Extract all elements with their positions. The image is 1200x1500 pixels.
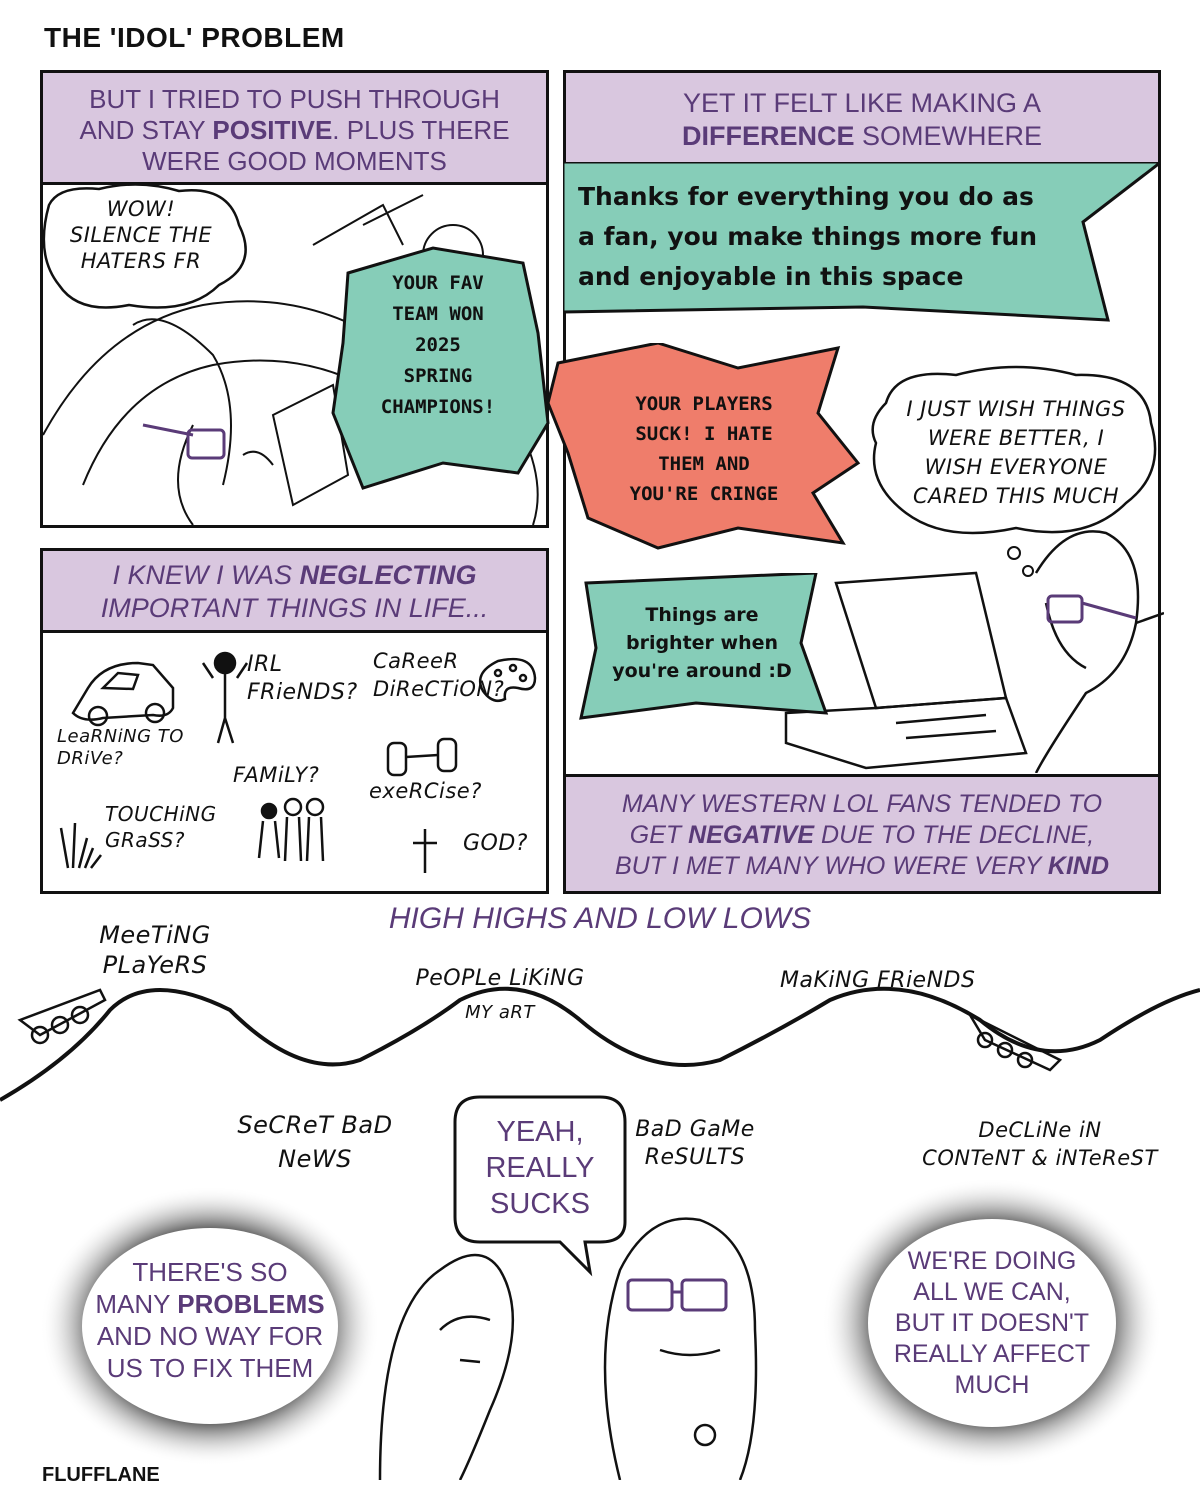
roller-coaster-heading: HIGH HIGHS AND LOW LOWS [388,902,812,935]
problems-line3: AND NO WAY FOR [96,1321,324,1351]
decline-line1: DeCLiNe iN [978,1118,1102,1142]
champions-text: YOUR FAV TEAM WON 2025 SPRING CHAMPIONS! [343,268,533,423]
label-secret-bad-news: SeCReT BaD NeWS [225,1108,405,1176]
thanks-line2: a fan, you make things more fun [578,222,1038,251]
panel3-caption-line2: IMPORTANT THINGS IN LIFE... [100,593,489,623]
doing-line3: BUT IT DOESN'T [894,1309,1090,1337]
wish-line2: WERE BETTER, I [927,426,1105,450]
panel2-bottom-caption: MANY WESTERN LOL FANS TENDED TO GET NEGA… [566,774,1158,891]
panel1-caption-line2: AND STAY POSITIVE. PLUS THERE [79,115,510,145]
hate-text: YOUR PLAYERS SUCK! I HATE THEM AND YOU'R… [574,389,834,509]
brighter-line3: you're around :D [612,660,792,682]
roller-coaster-track [0,986,1200,1102]
panel1-caption-line1: BUT I TRIED TO PUSH THROUGH [89,84,500,114]
artist-credit: FLUFFLANE [42,1464,160,1486]
decline-line2: CONTeNT & iNTeReST [922,1146,1158,1170]
panel1-caption: BUT I TRIED TO PUSH THROUGH AND STAY POS… [43,73,546,185]
bottom-caption-line2: GET NEGATIVE DUE TO THE DECLINE, [629,821,1095,849]
meeting-line2: PLaYeRS [102,951,208,979]
really-sucks-text: YEAH, REALLY SUCKS [455,1114,625,1222]
panel1-caption-line3: WERE GOOD MOMENTS [142,146,447,176]
wow-line2: SILENCE THE [69,223,213,247]
exercise-label: exeRCise? [369,779,482,803]
two-characters-sketch [378,1217,758,1480]
speech-cloud-shape [42,185,247,309]
champions-line1: YOUR FAV [392,272,484,294]
god-label: GOD? [463,831,528,856]
career-label: CaReeR DiReCTiON? [373,649,505,701]
secret-line1: SeCReT BaD [237,1111,393,1139]
hate-line3: THEM AND [658,453,750,475]
people-line2: MY aRT [465,1002,535,1023]
family-label: FAMiLY? [233,763,320,787]
bottom-caption-line1: MANY WESTERN LOL FANS TENDED TO [621,790,1103,818]
game-line1: BaD GaMe [635,1117,755,1142]
page-title: THE 'IDOL' PROBLEM [44,22,345,53]
doing-all-we-can-text: WE'RE DOING ALL WE CAN, BUT IT DOESN'T R… [862,1246,1122,1401]
panel3-caption: I KNEW I WAS NEGLECTING IMPORTANT THINGS… [43,551,546,633]
problems-line2: MANY PROBLEMS [95,1289,325,1319]
panel2-caption-line2: DIFFERENCE SOMEWHERE [681,121,1043,151]
meeting-line1: MeeTiNG [99,921,211,949]
people-line1: PeOPLe LiKiNG [415,966,585,991]
wish-line4: CARED THIS MUCH [913,484,1119,508]
doing-line2: ALL WE CAN, [913,1278,1071,1306]
brighter-text: Things are brighter when you're around :… [592,601,812,685]
wish-line3: WISH EVERYONE [924,455,1108,479]
hate-burst-shape [548,343,861,550]
brighter-line2: brighter when [625,632,779,654]
thanks-line3: and enjoyable in this space [578,262,964,291]
doing-all-we-can-burst-shape [822,1178,1162,1468]
friends-label: IRL FRieNDS? [247,652,358,705]
problems-burst-shape [40,1186,380,1466]
label-meeting-players: MeeTiNG PLaYeRS [80,920,230,980]
problems-line1: THERE'S SO [132,1257,288,1287]
champions-line4: SPRING [403,365,473,387]
laptop-sketch [784,530,1164,773]
thanks-banner-shape [563,162,1161,322]
problems-line4: US TO FIX THEM [106,1353,314,1383]
hate-line4: YOU'RE CRINGE [629,483,779,505]
panel-difference: YET IT FELT LIKE MAKING A DIFFERENCE SOM… [548,70,1164,894]
panel-neglecting: I KNEW I WAS NEGLECTING IMPORTANT THINGS… [40,548,549,894]
game-line2: ReSULTS [644,1145,746,1170]
wish-thought: I JUST WISH THINGS WERE BETTER, I WISH E… [881,395,1151,511]
champions-line3: 2025 [415,334,461,356]
wow-line3: HATERS FR [80,249,202,273]
label-people-liking: PeOPLe LiKiNG MY aRT [400,962,600,1030]
sucks-line2: REALLY [485,1152,595,1184]
doing-line5: MUCH [954,1371,1030,1399]
wow-line1: WOW! [106,197,176,221]
sucks-line1: YEAH, [496,1116,584,1148]
thanks-text: Thanks for everything you do as a fan, y… [578,177,1118,297]
bottom-caption-line3: BUT I MET MANY WHO WERE VERY KIND [614,852,1110,880]
champions-line2: TEAM WON [392,303,484,325]
champions-line5: CHAMPIONS! [380,396,496,418]
sucks-line3: SUCKS [490,1188,590,1220]
brighter-line1: Things are [645,604,759,626]
label-making-friends: MaKiNG FRieNDS [780,968,976,993]
doing-line4: REALLY AFFECT [893,1340,1091,1368]
brighter-bubble-shape [579,573,829,720]
hate-line1: YOUR PLAYERS [635,393,773,415]
champions-burst-shape [331,246,550,490]
wish-line1: I JUST WISH THINGS [906,397,1126,421]
label-decline: DeCLiNe iN CONTeNT & iNTeReST [910,1116,1170,1172]
panel2-caption-line1: YET IT FELT LIKE MAKING A [682,88,1042,118]
thanks-line1: Thanks for everything you do as [578,182,1034,211]
doing-line1: WE'RE DOING [907,1247,1077,1275]
grass-label: TOUCHiNG GRaSS? [105,802,217,852]
hate-line2: SUCK! I HATE [635,423,773,445]
panel-good-moments: BUT I TRIED TO PUSH THROUGH AND STAY POS… [40,70,550,528]
secret-line2: NeWS [278,1145,352,1173]
panel3-caption-line1: I KNEW I WAS NEGLECTING [112,560,477,590]
label-bad-game-results: BaD GaMe ReSULTS [620,1116,770,1172]
wow-speech: WOW! SILENCE THE HATERS FR [51,196,231,274]
really-sucks-bubble-shape [453,1095,627,1277]
thought-cloud-shape [871,365,1157,535]
problems-text: THERE'S SO MANY PROBLEMS AND NO WAY FOR … [60,1256,360,1384]
car-label: LeaRNiNG TO DRiVe? [57,726,184,769]
life-icons-sketch [59,651,537,873]
panel2-caption: YET IT FELT LIKE MAKING A DIFFERENCE SOM… [566,73,1158,165]
